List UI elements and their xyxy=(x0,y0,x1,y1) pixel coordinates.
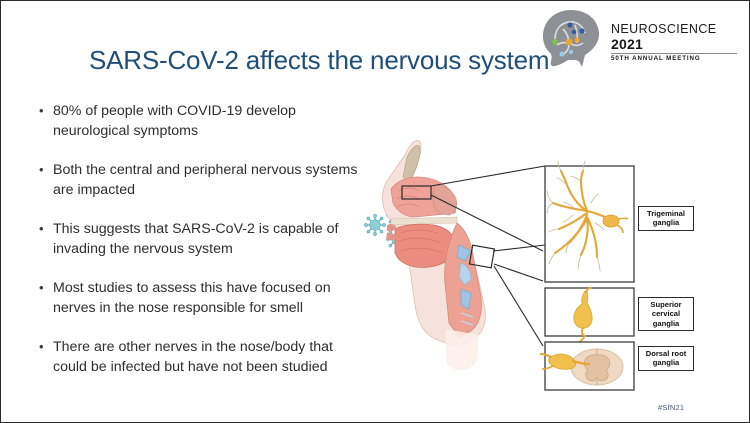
logo-divider xyxy=(611,52,737,54)
label-dorsal-root-ganglia: Dorsal root ganglia xyxy=(638,346,694,371)
brain-head-icon xyxy=(541,9,605,69)
callout-box-throat xyxy=(468,244,496,269)
page-title: SARS-CoV-2 affects the nervous system xyxy=(89,45,550,75)
bullet-marker-icon: • xyxy=(39,339,44,354)
bullet-marker-icon: • xyxy=(39,103,44,118)
bullet-text: There are other nerves in the nose/body … xyxy=(53,339,333,375)
label-superior-cervical-ganglia: Superior cervical ganglia xyxy=(638,297,694,332)
callout-box-nasal xyxy=(401,185,432,200)
bullet-text: 80% of people with COVID-19 develop neur… xyxy=(53,103,296,139)
list-item: • This suggests that SARS-CoV-2 is capab… xyxy=(39,219,379,259)
panel-trigeminal-ganglia xyxy=(544,160,635,283)
event-hashtag: #SfN21 xyxy=(658,403,685,412)
logo-line-neuroscience: NEUROSCIENCE xyxy=(611,22,717,36)
callout-connectors xyxy=(430,165,546,347)
sfn-logo: NEUROSCIENCE 2021 50TH ANNUAL MEETING xyxy=(541,9,741,69)
list-item: • Both the central and peripheral nervou… xyxy=(39,160,379,200)
panel-dorsal-root-ganglia xyxy=(539,341,635,391)
anatomy-figure xyxy=(361,133,746,401)
bullet-marker-icon: • xyxy=(39,221,44,236)
bullet-list: • 80% of people with COVID-19 develop ne… xyxy=(39,101,379,396)
bullet-marker-icon: • xyxy=(39,162,44,177)
bullet-marker-icon: • xyxy=(39,280,44,295)
logo-line-year: 2021 xyxy=(611,35,643,52)
logo-line-meeting: 50TH ANNUAL MEETING xyxy=(611,54,701,62)
logo-text-block: NEUROSCIENCE 2021 50TH ANNUAL MEETING xyxy=(611,23,741,62)
list-item: • 80% of people with COVID-19 develop ne… xyxy=(39,101,379,141)
head-sagittal-section xyxy=(382,140,486,370)
bullet-text: Both the central and peripheral nervous … xyxy=(53,162,358,198)
label-trigeminal-ganglia: Trigeminal ganglia xyxy=(638,206,694,231)
list-item: • Most studies to assess this have focus… xyxy=(39,278,379,318)
bullet-text: Most studies to assess this have focused… xyxy=(53,280,331,316)
list-item: • There are other nerves in the nose/bod… xyxy=(39,337,379,377)
bullet-text: This suggests that SARS-CoV-2 is capable… xyxy=(53,221,339,257)
panel-superior-cervical-ganglia xyxy=(544,287,635,343)
